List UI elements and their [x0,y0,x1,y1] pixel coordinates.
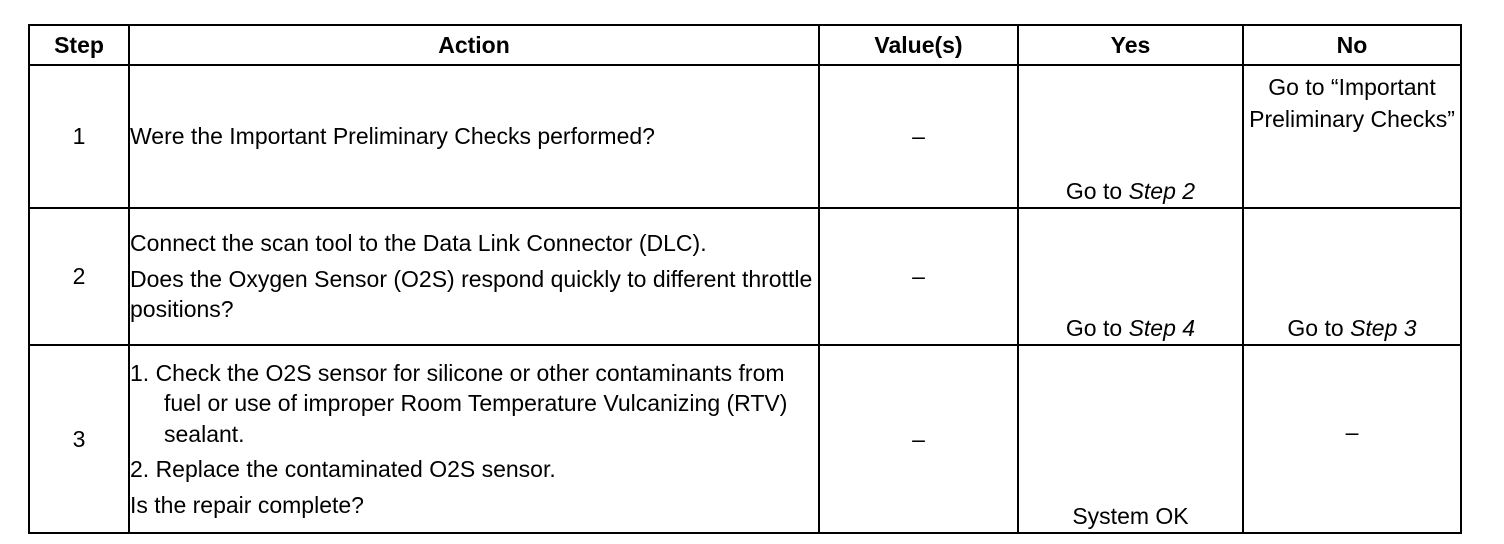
yes-prefix: Go to [1065,178,1129,205]
value-cell: – [818,344,1019,534]
no-cell: Go to “Important Preliminary Checks” [1242,64,1462,209]
yes-step-ref: Step 2 [1128,178,1196,205]
yes-cell: Go to Step 4 [1017,207,1244,346]
table-row: 2 Connect the scan tool to the Data Link… [28,207,1462,346]
no-step-ref: Step 3 [1350,315,1417,342]
no-prefix: Go to [1287,315,1351,342]
no-cell: Go to Step 3 [1242,207,1462,346]
value-cell: – [818,207,1019,346]
header-action: Action [128,24,820,66]
yes-step-ref: Step 4 [1128,315,1196,342]
list-item: 2. Replace the contaminated O2S sensor. [130,456,556,483]
header-row: Step Action Value(s) Yes No [28,24,1462,66]
list-item: 1. Check the O2S sensor for silicone or … [130,359,788,447]
action-list: 1. Check the O2S sensor for silicone or … [130,358,818,485]
action-text: Were the Important Preliminary Checks pe… [130,123,655,150]
header-yes: Yes [1017,24,1244,66]
step-cell: 2 [28,207,130,346]
header-step: Step [28,24,130,66]
diagnostic-table: Step Action Value(s) Yes No 1 Were the I… [28,24,1462,534]
yes-cell: System OK [1017,344,1244,534]
table-row: 1 Were the Important Preliminary Checks … [28,64,1462,209]
action-cell: Were the Important Preliminary Checks pe… [128,64,820,209]
yes-cell: Go to Step 2 [1017,64,1244,209]
header-no: No [1242,24,1462,66]
no-cell: – [1242,344,1462,534]
header-values: Value(s) [818,24,1019,66]
action-cell: Connect the scan tool to the Data Link C… [128,207,820,346]
action-cell: 1. Check the O2S sensor for silicone or … [128,344,820,534]
value-cell: – [818,64,1019,209]
table-row: 3 1. Check the O2S sensor for silicone o… [28,344,1462,534]
action-text: Connect the scan tool to the Data Link C… [130,230,707,257]
step-cell: 1 [28,64,130,209]
action-question: Does the Oxygen Sensor (O2S) respond qui… [130,265,813,323]
yes-prefix: Go to [1065,315,1129,342]
action-question: Is the repair complete? [130,491,364,518]
step-cell: 3 [28,344,130,534]
